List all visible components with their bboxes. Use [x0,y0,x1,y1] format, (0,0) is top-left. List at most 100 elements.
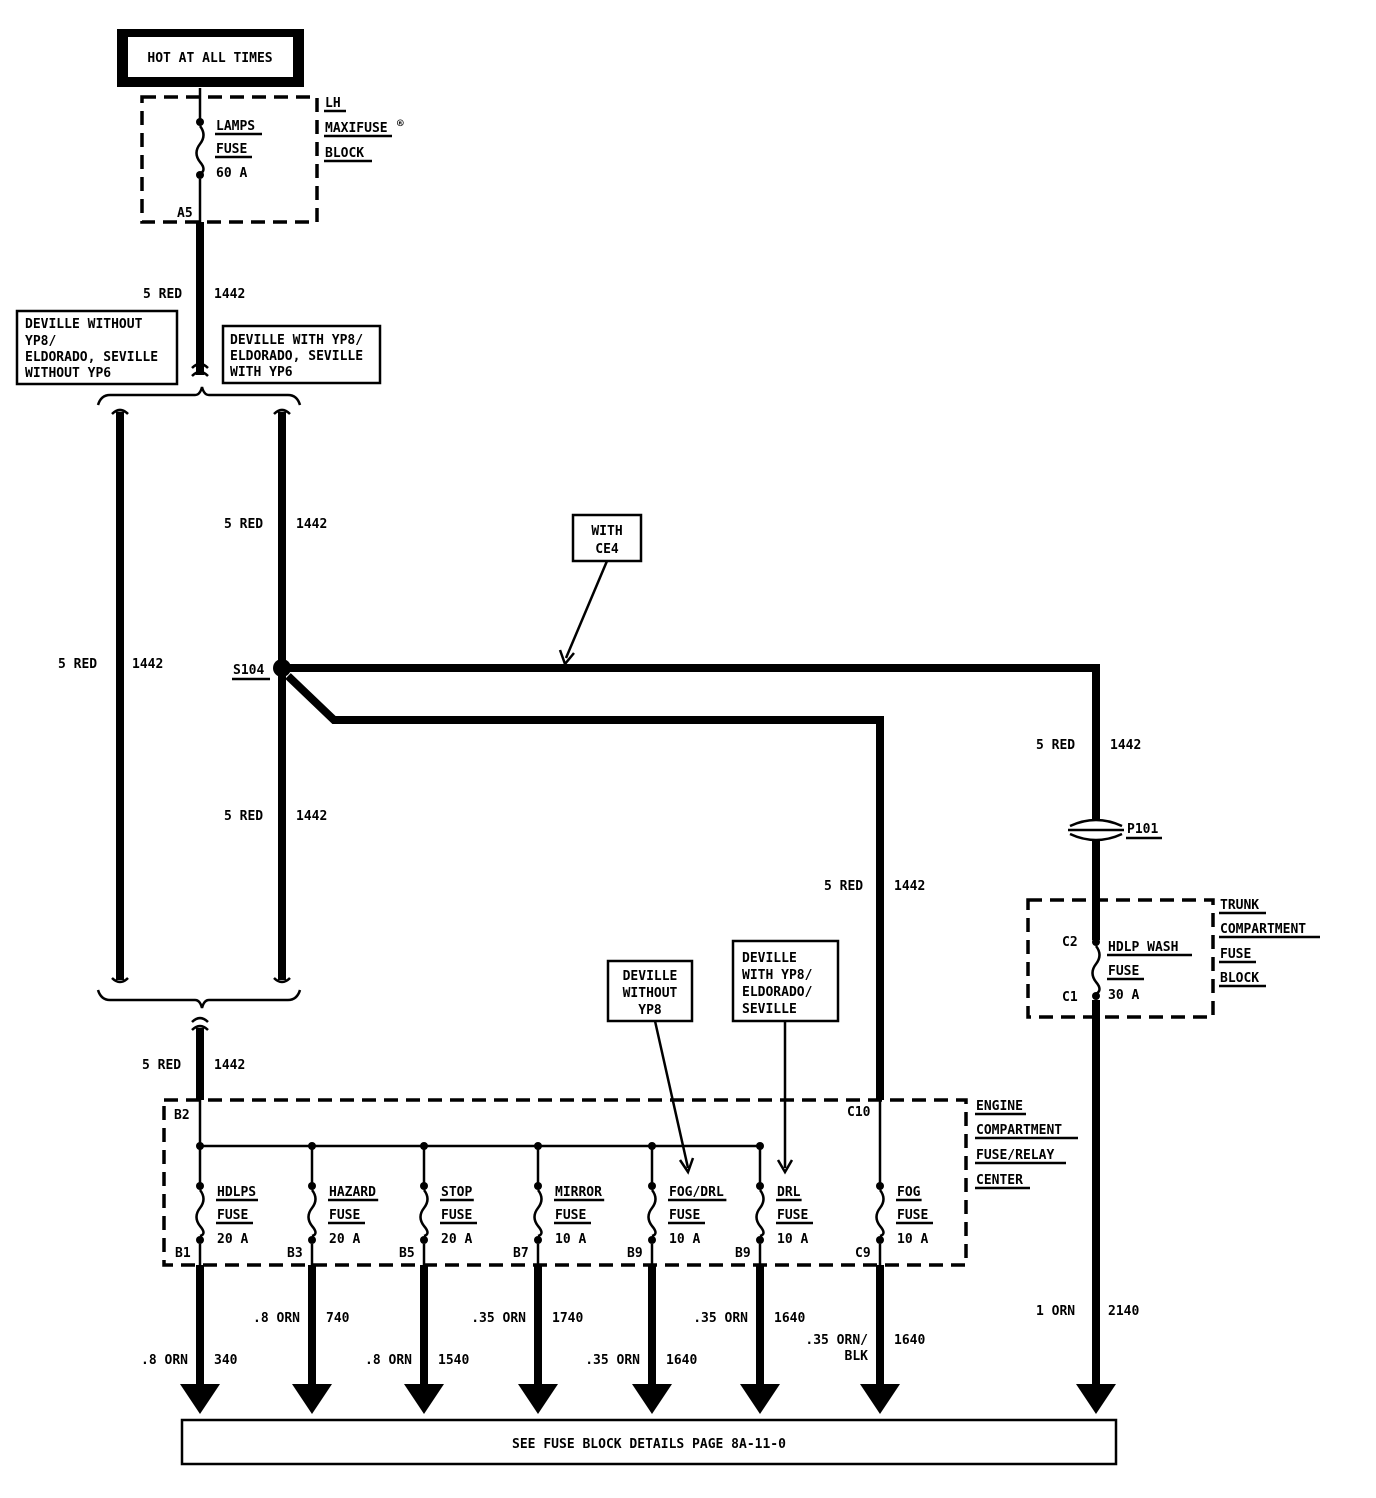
lh-maxifuse-block: LAMPS FUSE 60 A A5 LH MAXIFUSE ® BLOCK [140,88,404,224]
fuse-rating: 10 A [555,1232,586,1247]
wire-gauge-2: BLK [845,1349,869,1364]
fuse-rating: 10 A [777,1232,808,1247]
svg-text:WITHOUT YP6: WITHOUT YP6 [25,366,111,381]
svg-text:HDLP WASH: HDLP WASH [1108,940,1178,955]
svg-text:CE4: CE4 [595,542,619,557]
fuse-rating: 10 A [897,1232,928,1247]
trunk-pin-c1: C1 [1062,990,1078,1005]
trunk-pin-c2: C2 [1062,935,1078,950]
fuse-pin: B9 [735,1246,751,1261]
left-branch-circuit: 1442 [132,657,163,672]
lh-block-label-1: LH [325,96,341,111]
svg-text:SEVILLE: SEVILLE [742,1002,797,1017]
svg-text:YP8: YP8 [638,1003,662,1018]
svg-text:WITH YP6: WITH YP6 [230,365,293,380]
svg-text:COMPARTMENT: COMPARTMENT [976,1123,1062,1138]
wire-circuit: 740 [326,1311,350,1326]
trunk-fuse-block: C2 C1 HDLP WASH FUSE 30 A TRUNK COMPARTM… [1026,898,1320,1019]
variant-box-right: DEVILLE WITH YP8/ ELDORADO, SEVILLE WITH… [221,324,382,385]
trunk-output-arrow [1076,1384,1116,1414]
connector-p101: P101 [1068,818,1162,842]
fuse-name: MIRROR [555,1185,602,1200]
trunk-out-gauge: 1 ORN [1036,1304,1075,1319]
bottom-feed-gauge: 5 RED [142,1058,181,1073]
wire-circuit: 1640 [666,1353,697,1368]
fog-feed-circuit: 1442 [894,879,925,894]
lh-block-label-3: BLOCK [325,146,364,161]
lamps-fuse-name: LAMPS [216,119,255,134]
footer-text: SEE FUSE BLOCK DETAILS PAGE 8A-11-0 [512,1437,786,1452]
svg-text:FUSE: FUSE [1220,947,1251,962]
p101-label: P101 [1127,822,1158,837]
svg-text:TRUNK: TRUNK [1220,898,1259,913]
fuse-name: FOG [897,1185,921,1200]
lamps-fuse-word: FUSE [216,142,247,157]
fuse-rating: 20 A [329,1232,360,1247]
fog-feed-gauge: 5 RED [824,879,863,894]
main-top-circuit: 1442 [214,287,245,302]
top-variant-brace [96,386,302,406]
wire-circuit: 1640 [894,1333,925,1348]
trunk-out-circuit: 2140 [1108,1304,1139,1319]
fuse-name: HAZARD [329,1185,376,1200]
fuse-word: FUSE [669,1208,700,1223]
footer-box: SEE FUSE BLOCK DETAILS PAGE 8A-11-0 [180,1418,1118,1466]
ce4-pointer [564,560,609,659]
output-arrow [632,1384,672,1414]
output-arrow [518,1384,558,1414]
fuse-name: FOG/DRL [669,1185,724,1200]
fuse-word: FUSE [217,1208,248,1223]
svg-text:DEVILLE: DEVILLE [742,951,797,966]
wire-gauge: .8 ORN [365,1353,412,1368]
svg-text:ENGINE: ENGINE [976,1099,1023,1114]
wire-gauge: .35 ORN [471,1311,526,1326]
svg-text:WITHOUT: WITHOUT [623,986,678,1001]
engine-fuse-relay-center: B2 C10 ENGINE COMPARTMENT FUSE/RELAY CEN… [162,1098,1078,1267]
svg-text:ELDORADO, SEVILLE: ELDORADO, SEVILLE [25,350,158,365]
wire-circuit: 1640 [774,1311,805,1326]
lh-block-label-2: MAXIFUSE [325,121,388,136]
svg-text:ELDORADO/: ELDORADO/ [742,985,813,1000]
output-arrow [860,1384,900,1414]
svg-text:COMPARTMENT: COMPARTMENT [1220,922,1306,937]
fuse-word: FUSE [777,1208,808,1223]
fuse-pin: B3 [287,1246,303,1261]
fuse-pin: B5 [399,1246,415,1261]
fuse-pin: B1 [175,1246,191,1261]
main-top-gauge: 5 RED [143,287,182,302]
variant-box-left: DEVILLE WITHOUT YP8/ ELDORADO, SEVILLE W… [15,309,179,386]
lh-block-pin-a5: A5 [177,206,193,221]
svg-text:WITH YP8/: WITH YP8/ [742,968,813,983]
variant-box-ce4: WITH CE4 [571,513,643,563]
hot-at-all-times-box: HOT AT ALL TIMES [117,29,304,87]
svg-text:DEVILLE WITH YP8/: DEVILLE WITH YP8/ [230,333,363,348]
svg-text:YP8/: YP8/ [25,334,56,349]
ce4-wire [290,664,1100,820]
fuse-name: STOP [441,1185,472,1200]
engine-fuses: HDLPS FUSE 20 A B1 .8 ORN 340 HAZARD FUSE 20 A B3… [141,1142,933,1414]
svg-text:30 A: 30 A [1108,988,1139,1003]
wire-circuit: 340 [214,1353,238,1368]
wire-gauge: .35 ORN [693,1311,748,1326]
lamps-fuse-rating: 60 A [216,166,247,181]
svg-text:FUSE/RELAY: FUSE/RELAY [976,1148,1054,1163]
registered-mark: ® [397,117,404,130]
svg-text:DEVILLE WITHOUT: DEVILLE WITHOUT [25,317,143,332]
right-lower-circuit: 1442 [296,809,327,824]
fuse-pin: B9 [627,1246,643,1261]
wire-gauge: .8 ORN [253,1311,300,1326]
fuse-name: HDLPS [217,1185,256,1200]
wire-gauge: .8 ORN [141,1353,188,1368]
fog-feed-wire [285,673,884,1100]
fuse-rating: 10 A [669,1232,700,1247]
bottom-feed-circuit: 1442 [214,1058,245,1073]
left-branch-gauge: 5 RED [58,657,97,672]
fuse-rating: 20 A [441,1232,472,1247]
fuse-word: FUSE [897,1208,928,1223]
